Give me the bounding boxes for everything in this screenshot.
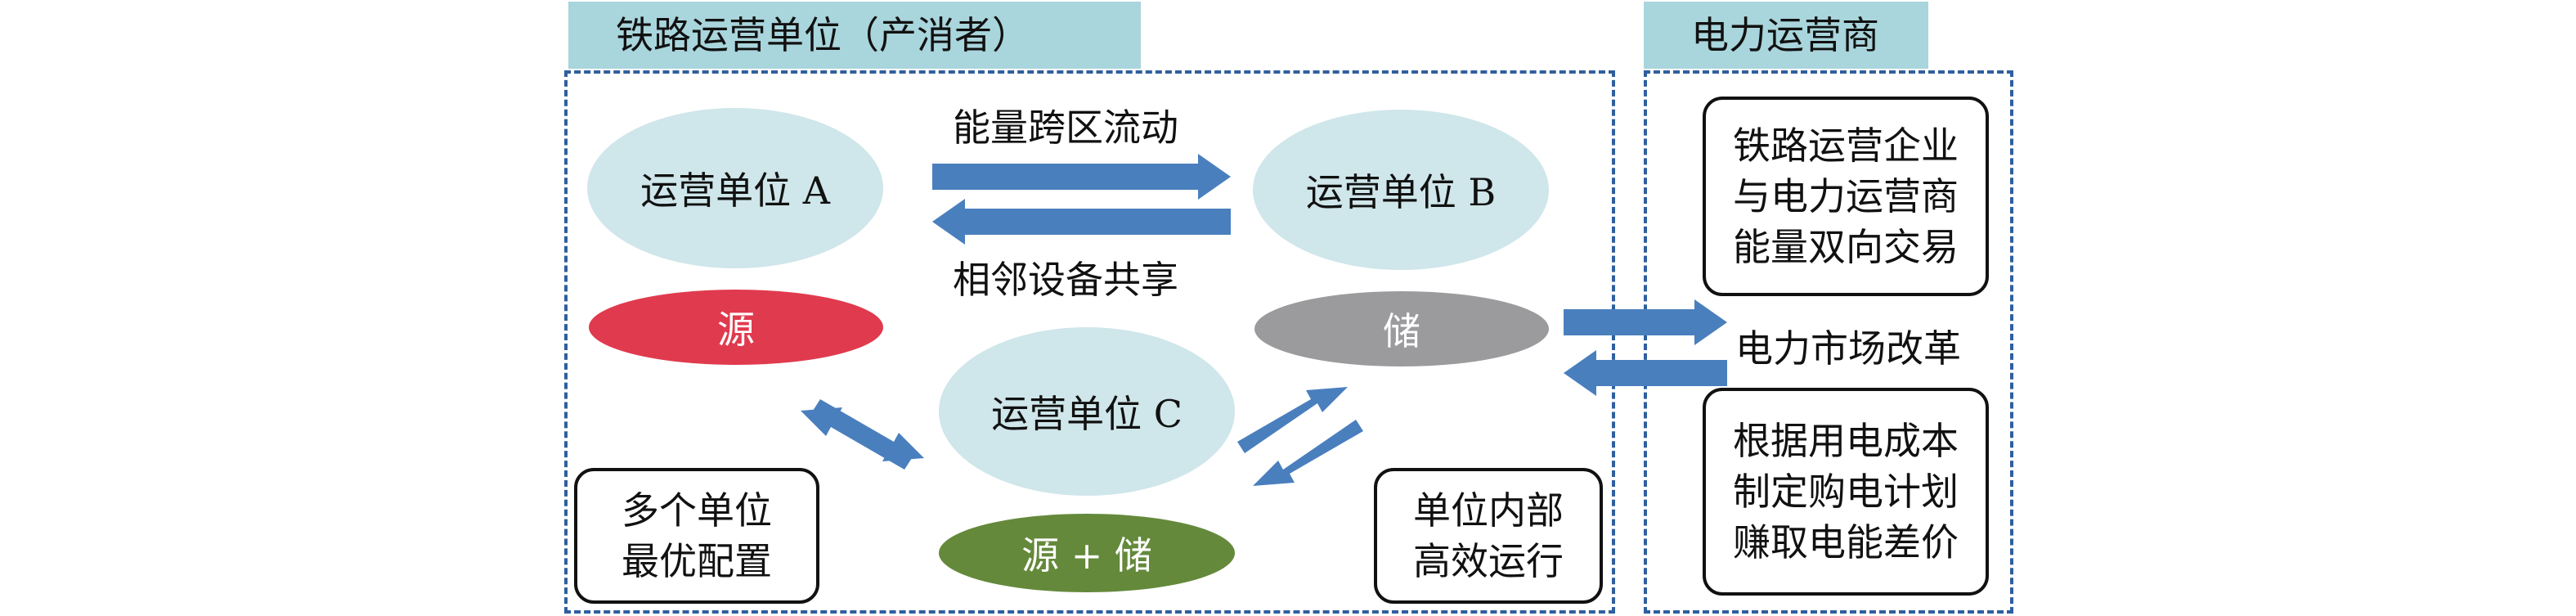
pricing-note: 根据用电成本 制定购电计划 赚取电能差价 <box>1703 388 1989 596</box>
power-operator-region <box>1644 70 2013 614</box>
pricing-line3: 赚取电能差价 <box>1733 520 1959 564</box>
internal-efficiency-note: 单位内部 高效运行 <box>1374 468 1603 604</box>
arrow-to-market <box>1564 299 1727 345</box>
unit-b-label: 运营单位 B <box>1305 170 1497 214</box>
arrow-from-unit-c <box>801 407 912 470</box>
arrow-storage-to-unit-c <box>1253 420 1363 486</box>
trading-line3: 能量双向交易 <box>1733 225 1959 269</box>
unit-c-label: 运营单位 C <box>991 392 1183 436</box>
unit-a: 运营单位 A <box>587 108 883 268</box>
left-header: 铁路运营单位（产消者） <box>568 2 1141 69</box>
multi-unit-line2: 最优配置 <box>622 539 772 583</box>
arrow-b-to-a <box>932 199 1231 245</box>
unit-b: 运营单位 B <box>1253 110 1549 270</box>
multi-unit-note: 多个单位 最优配置 <box>574 468 819 604</box>
flow-label-bottom: 相邻设备共享 <box>953 258 1178 302</box>
source-ellipse: 源 <box>589 290 883 365</box>
market-reform-label: 电力市场改革 <box>1735 326 1961 371</box>
arrow-to-unit-c <box>813 399 924 461</box>
multi-unit-line1: 多个单位 <box>622 488 772 533</box>
source-storage-label: 源 + 储 <box>1021 533 1152 578</box>
pricing-line2: 制定购电计划 <box>1733 470 1959 514</box>
internal-line2: 高效运行 <box>1413 539 1564 583</box>
unit-c: 运营单位 C <box>939 327 1235 496</box>
arrow-unit-c-to-storage <box>1237 387 1348 453</box>
unit-a-label: 运营单位 A <box>640 169 830 213</box>
trading-line1: 铁路运营企业 <box>1733 124 1959 168</box>
arrow-from-market <box>1564 350 1727 396</box>
railway-units-region <box>564 70 1615 614</box>
trading-note: 铁路运营企业 与电力运营商 能量双向交易 <box>1703 97 1989 296</box>
storage-label: 储 <box>1383 309 1420 353</box>
right-header: 电力运营商 <box>1644 2 1928 69</box>
trading-line2: 与电力运营商 <box>1733 174 1959 218</box>
flow-label-top: 能量跨区流动 <box>953 106 1178 150</box>
source-storage-ellipse: 源 + 储 <box>939 514 1235 592</box>
internal-line1: 单位内部 <box>1413 488 1564 533</box>
storage-ellipse: 储 <box>1254 291 1549 366</box>
arrow-a-to-b <box>932 154 1231 200</box>
source-label: 源 <box>717 308 755 352</box>
pricing-line1: 根据用电成本 <box>1733 419 1959 463</box>
